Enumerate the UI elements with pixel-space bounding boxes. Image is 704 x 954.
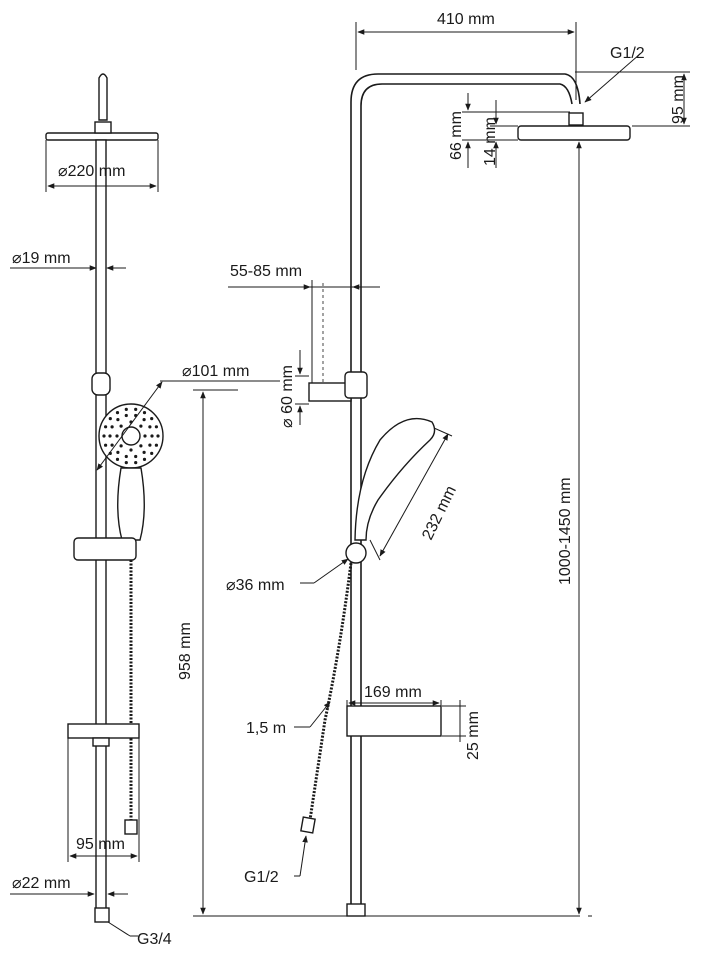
label-rail-diameter: ⌀19 mm	[12, 250, 71, 267]
label-inlet-main: G3/4	[137, 931, 172, 948]
nozzle-dot	[108, 417, 112, 421]
label-shelf-width: 95 mm	[76, 836, 125, 853]
nozzle-dot	[156, 434, 160, 438]
nozzle-dot	[119, 444, 123, 448]
nozzle-dot	[139, 424, 143, 428]
nozzle-dot	[142, 450, 146, 454]
side-overhead-head	[517, 125, 631, 141]
label-inlet-hose: G1/2	[244, 869, 279, 886]
nozzle-dot	[142, 411, 147, 415]
nozzle-dot	[148, 443, 152, 447]
label-shelf-depth: 169 mm	[364, 684, 422, 701]
label-top-width: 410 mm	[437, 11, 495, 28]
label-pipe-diameter: ⌀22 mm	[12, 875, 71, 892]
nozzle-dot	[110, 425, 114, 429]
nozzle-dot	[134, 461, 138, 465]
nozzle-dot	[102, 434, 106, 438]
side-shelf	[346, 705, 442, 737]
nozzle-dot	[139, 444, 143, 448]
label-inlet-head: G1/2	[610, 45, 645, 62]
nozzle-dot	[124, 407, 128, 411]
nozzle-dot	[124, 413, 128, 418]
side-dimension-lines	[228, 22, 690, 917]
nozzle-dot	[134, 407, 138, 411]
label-head-diameter: ⌀220 mm	[58, 163, 125, 180]
nozzle-dot	[115, 411, 120, 415]
front-top-arm	[98, 73, 108, 121]
nozzle-dot	[134, 454, 138, 459]
label-head-thickness: 14 mm	[482, 117, 499, 166]
nozzle-dot	[124, 461, 128, 465]
label-handshower-length: 232 mm	[419, 483, 460, 542]
front-hose-end	[124, 819, 138, 835]
front-dimension-lines	[10, 140, 580, 937]
label-head-height: 66 mm	[448, 111, 465, 160]
nozzle-dot	[115, 434, 119, 438]
nozzle-dot	[142, 418, 146, 422]
side-hose	[308, 562, 353, 821]
front-bottom-connector	[94, 907, 110, 923]
label-diverter-diameter: ⌀36 mm	[226, 577, 285, 594]
nozzle-dot	[150, 434, 154, 438]
nozzle-dot	[150, 417, 154, 421]
label-arm-drop: 95 mm	[670, 75, 687, 124]
nozzle-dot	[116, 450, 120, 454]
side-holder-clamp	[344, 371, 368, 399]
nozzle-dot	[104, 443, 108, 447]
nozzle-dot	[154, 425, 158, 429]
label-hose-length: 1,5 m	[246, 720, 286, 737]
front-handshower-handle	[117, 467, 145, 541]
nozzle-dot	[150, 451, 154, 455]
nozzle-dot	[108, 434, 112, 438]
nozzle-dot	[148, 425, 152, 429]
side-head-connector	[568, 112, 584, 126]
label-shelf-height: 25 mm	[465, 711, 482, 760]
dimension-labels: 410 mm G1/2 95 mm 66 mm 14 mm ⌀220 mm ⌀1…	[12, 11, 687, 948]
front-main-rail	[95, 139, 107, 911]
front-holder-bracket	[91, 372, 111, 396]
nozzle-dot	[110, 443, 114, 447]
label-handshower-diameter: ⌀101 mm	[182, 363, 249, 380]
front-handshower-center	[121, 426, 141, 446]
side-view	[300, 73, 631, 917]
nozzle-dot	[142, 457, 147, 461]
label-rail-height: 1000-1450 mm	[557, 477, 574, 585]
front-slide-bracket	[73, 537, 137, 561]
nozzle-dot	[154, 443, 158, 447]
label-holder-reach: 55-85 mm	[230, 263, 302, 280]
side-base	[346, 903, 366, 917]
nozzle-dot	[143, 434, 147, 438]
nozzle-dot	[129, 448, 133, 452]
side-rail-and-arm	[350, 73, 581, 912]
nozzle-dot	[104, 425, 108, 429]
nozzle-dot	[124, 454, 128, 459]
front-shelf-clamp	[92, 737, 110, 747]
label-holder-diameter: ⌀ 60 mm	[279, 365, 296, 428]
side-rail-and-arm-inner	[360, 83, 573, 912]
label-overall-height: 958 mm	[177, 622, 194, 680]
side-hose-end	[300, 816, 316, 834]
front-shelf	[67, 723, 140, 739]
side-diverter	[345, 542, 367, 564]
nozzle-dot	[119, 424, 123, 428]
front-view	[45, 73, 164, 923]
nozzle-dot	[115, 457, 120, 461]
front-head-connector	[94, 121, 112, 134]
nozzle-dot	[116, 418, 120, 422]
front-overhead-head	[45, 132, 159, 141]
